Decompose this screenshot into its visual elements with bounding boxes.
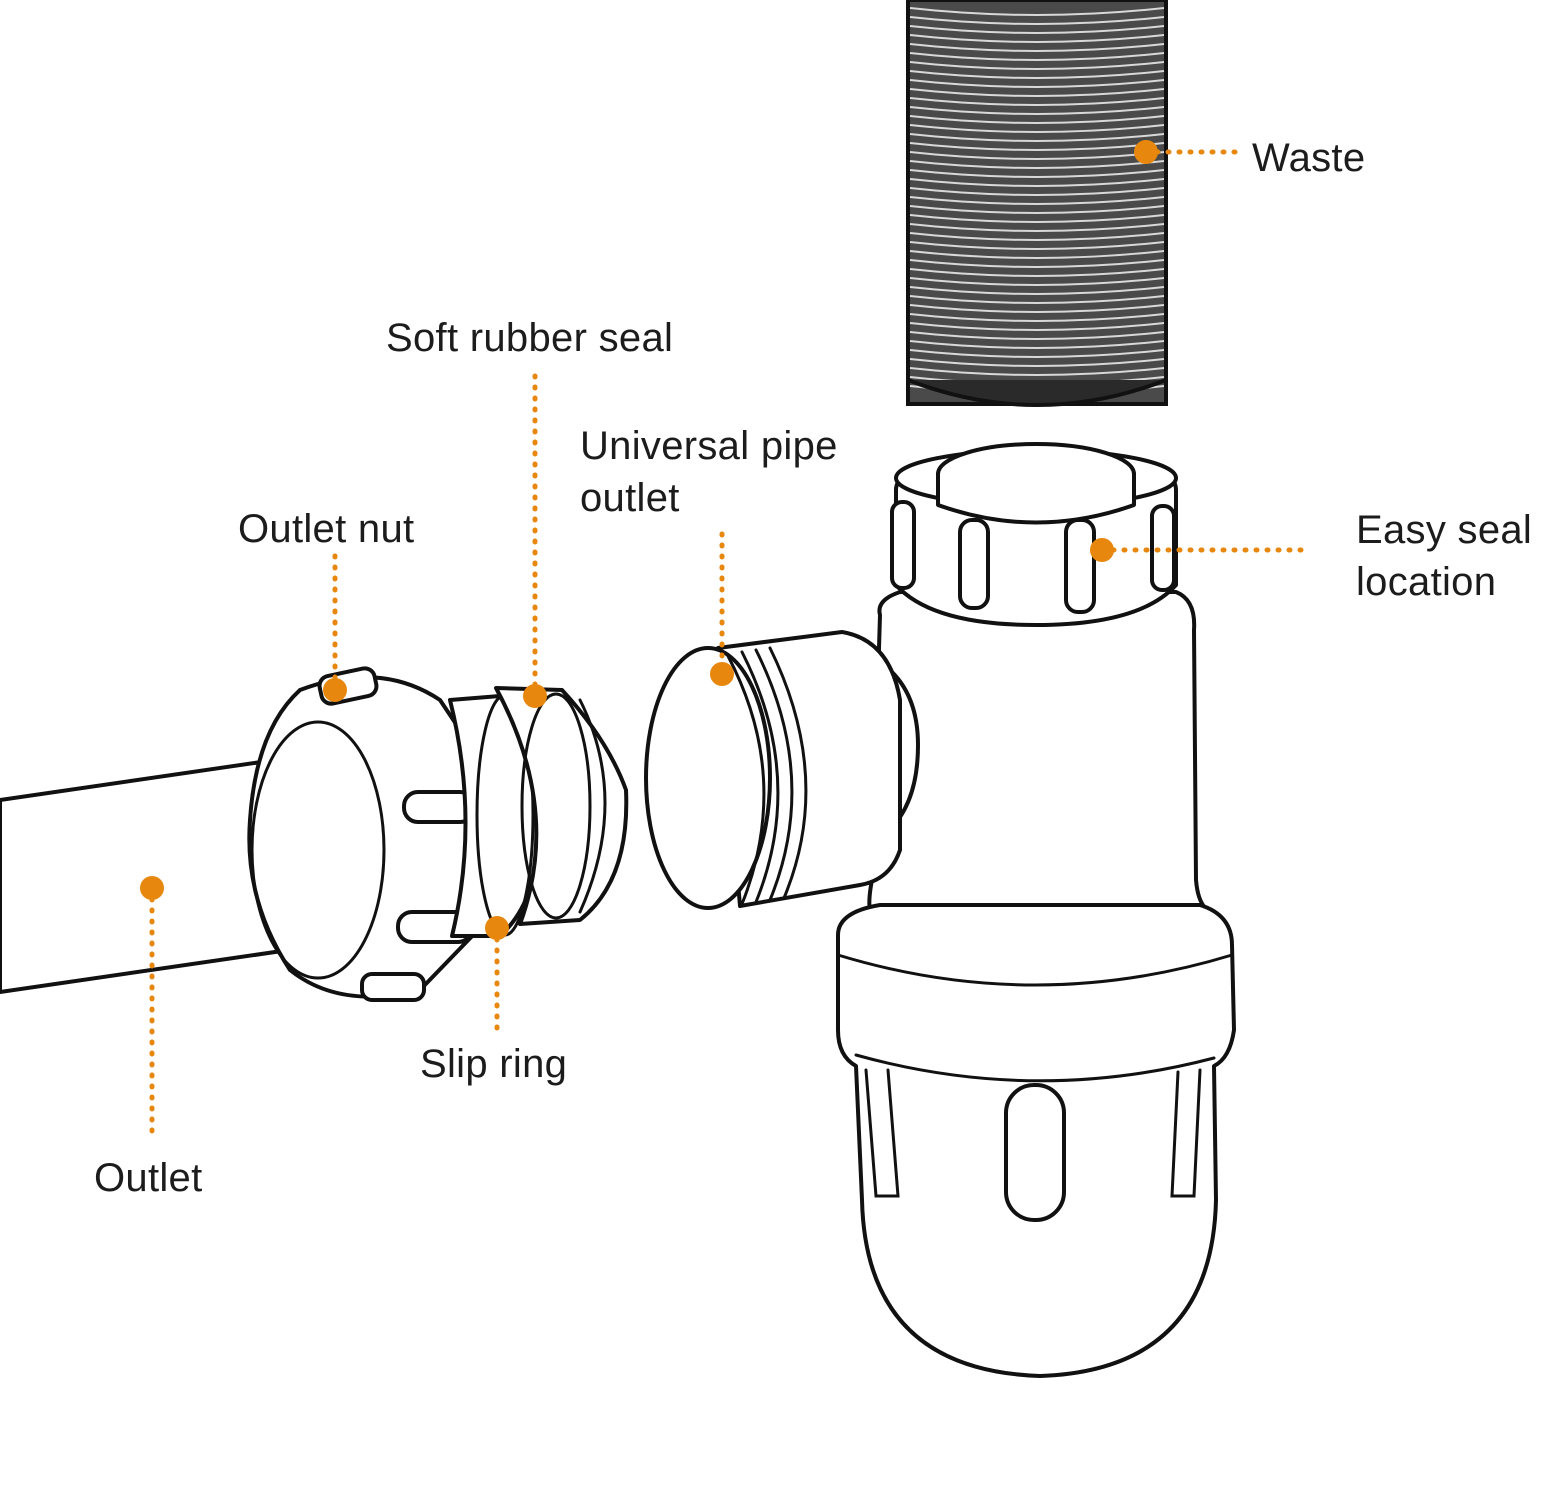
thread-line — [909, 52, 1165, 61]
easy-seal-nut — [890, 442, 1178, 627]
thread-line — [909, 259, 1165, 268]
thread-line — [909, 295, 1165, 304]
label-outlet-nut: Outlet nut — [238, 507, 415, 551]
universal-pipe-outlet — [644, 630, 902, 910]
thread-line — [909, 151, 1165, 160]
thread-line — [909, 61, 1165, 70]
label-waste: Waste — [1252, 136, 1366, 180]
soft-rubber-seal-dot — [523, 684, 547, 708]
thread-line — [909, 70, 1165, 79]
thread-line — [909, 268, 1165, 277]
thread-line — [909, 133, 1165, 142]
outlet-nut — [247, 666, 488, 1002]
thread-line — [909, 187, 1165, 196]
thread-line — [909, 115, 1165, 124]
thread-line — [909, 241, 1165, 250]
thread-line — [909, 322, 1165, 331]
thread-line — [909, 277, 1165, 286]
thread-line — [909, 178, 1165, 187]
thread-line — [909, 250, 1165, 259]
thread-line — [909, 25, 1165, 34]
thread-line — [909, 214, 1165, 223]
thread-line — [909, 349, 1165, 358]
thread-line — [909, 34, 1165, 43]
thread-line — [909, 169, 1165, 178]
label-slip-ring: Slip ring — [420, 1042, 568, 1086]
outlet-dot — [140, 876, 164, 900]
thread-line — [909, 88, 1165, 97]
label-universal-line1: Universal pipe — [580, 424, 838, 468]
easy-seal-dot — [1090, 538, 1114, 562]
thread-line — [909, 232, 1165, 241]
label-easy-line1: Easy seal — [1356, 508, 1533, 552]
callout-markers — [140, 140, 1313, 1141]
thread-line — [909, 142, 1165, 151]
label-universal-pipe-outlet: Universal pipe outlet — [580, 420, 838, 524]
label-outlet: Outlet — [94, 1156, 203, 1200]
thread-line — [909, 223, 1165, 232]
label-soft-rubber-seal: Soft rubber seal — [386, 316, 674, 360]
bottle-trap-body — [836, 590, 1236, 1378]
thread-line — [909, 106, 1165, 115]
thread-line — [909, 97, 1165, 106]
label-easy-line2: location — [1356, 560, 1497, 604]
thread-line — [909, 7, 1165, 16]
waste-dot — [1134, 140, 1158, 164]
thread-line — [909, 205, 1165, 214]
thread-line — [909, 124, 1165, 133]
thread-line — [909, 304, 1165, 313]
thread-line — [909, 196, 1165, 205]
thread-line — [909, 313, 1165, 322]
soft-rubber-seal — [494, 686, 629, 926]
slip-ring-dot — [485, 916, 509, 940]
waste-pipe — [906, 0, 1168, 407]
thread-line — [909, 43, 1165, 52]
thread-line — [909, 358, 1165, 367]
thread-line — [909, 160, 1165, 169]
thread-line — [909, 340, 1165, 349]
label-universal-line2: outlet — [580, 476, 680, 520]
outlet-nut-dot — [323, 678, 347, 702]
label-easy-seal-location: Easy seal location — [1356, 504, 1532, 608]
thread-line — [909, 16, 1165, 25]
universal-pipe-outlet-dot — [710, 662, 734, 686]
thread-line — [909, 331, 1165, 340]
thread-line — [909, 286, 1165, 295]
thread-line — [909, 367, 1165, 376]
thread-line — [909, 79, 1165, 88]
